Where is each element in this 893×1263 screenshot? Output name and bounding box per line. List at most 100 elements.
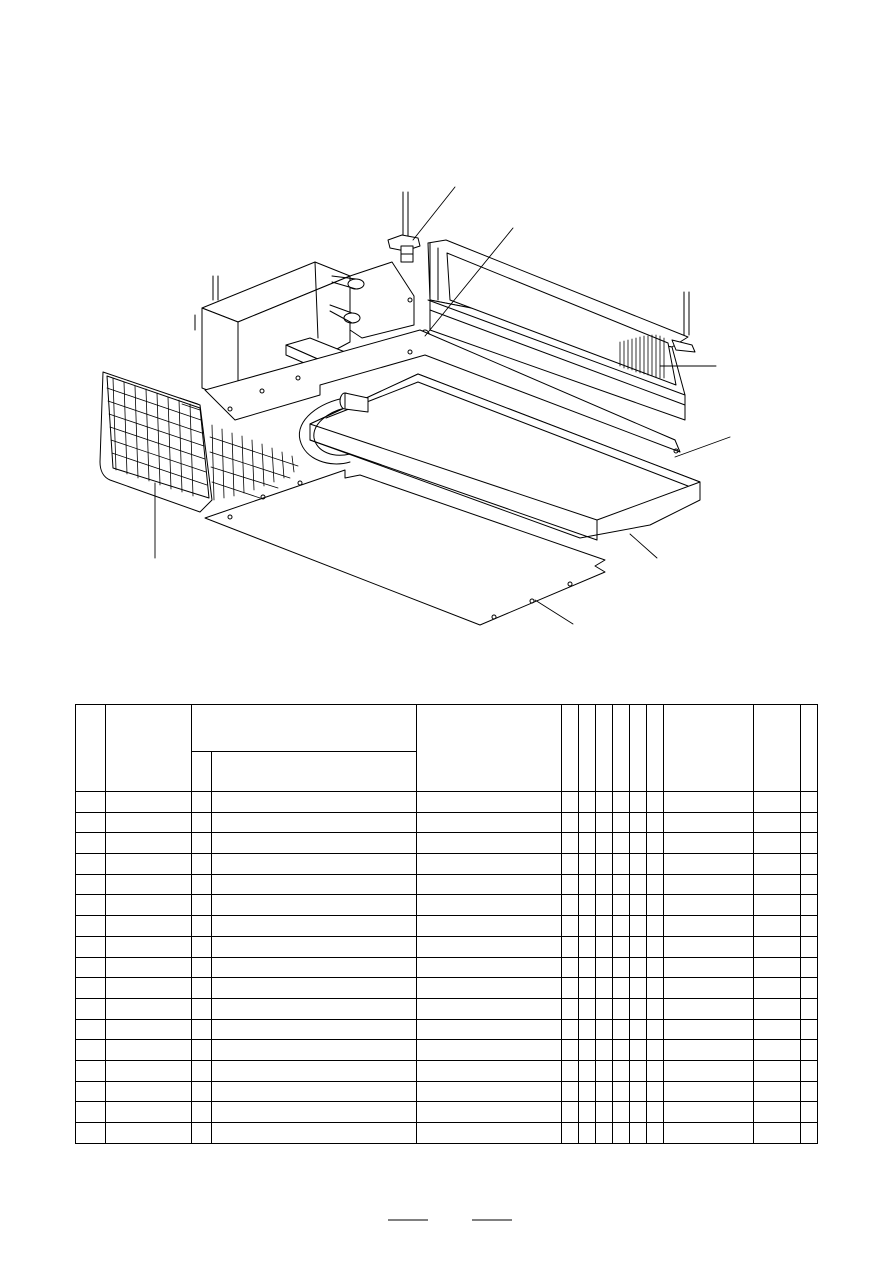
- table-cell: [646, 811, 664, 834]
- table-cell: [191, 1059, 212, 1082]
- table-cell: [561, 791, 579, 813]
- table-cell: [561, 997, 579, 1020]
- table-cell: [753, 997, 801, 1020]
- header-qty-2: [578, 704, 596, 792]
- table-cell: [646, 915, 664, 937]
- header-qty-1: [561, 704, 579, 792]
- table-cell: [416, 977, 562, 999]
- table-row: [75, 935, 818, 958]
- table-cell: [191, 935, 212, 958]
- table-cell: [416, 956, 562, 979]
- table-cell: [578, 935, 596, 958]
- header-qty-4: [612, 704, 630, 792]
- table-cell: [612, 894, 630, 917]
- table-subheader-row: [76, 751, 818, 792]
- table-cell: [105, 791, 192, 813]
- table-cell: [561, 1080, 579, 1103]
- table-cell: [578, 894, 596, 917]
- table-cell: [105, 811, 192, 834]
- table-cell: [753, 832, 801, 855]
- table-cell: [416, 873, 562, 896]
- table-row: [75, 853, 818, 875]
- table-cell: [191, 853, 212, 875]
- table-cell: [191, 956, 212, 979]
- table-cell: [211, 1101, 417, 1123]
- table-cell: [646, 873, 664, 896]
- table-cell: [595, 915, 613, 937]
- table-cell: [105, 873, 192, 896]
- table-cell: [211, 1018, 417, 1041]
- table-cell: [753, 873, 801, 896]
- table-cell: [646, 791, 664, 813]
- table-cell: [211, 853, 417, 875]
- table-cell: [561, 1101, 579, 1123]
- table-cell: [646, 853, 664, 875]
- table-cell: [211, 1122, 417, 1144]
- table-cell: [416, 1039, 562, 1061]
- table-cell: [191, 1039, 212, 1061]
- drain-pan: [309, 373, 701, 541]
- table-cell: [561, 1122, 579, 1144]
- table-cell: [578, 956, 596, 979]
- table-cell: [595, 853, 613, 875]
- table-cell: [753, 894, 801, 917]
- table-cell: [416, 791, 562, 813]
- table-cell: [629, 956, 647, 979]
- table-cell: [612, 935, 630, 958]
- table-cell: [612, 1059, 630, 1082]
- table-cell: [75, 935, 106, 958]
- table-cell: [75, 873, 106, 896]
- table-row: [75, 873, 818, 896]
- table-cell: [629, 1018, 647, 1041]
- table-cell: [578, 1080, 596, 1103]
- table-cell: [629, 1122, 647, 1144]
- table-cell: [561, 915, 579, 937]
- table-cell: [416, 811, 562, 834]
- electrical-box: [201, 261, 351, 403]
- header-qty-3: [595, 704, 613, 792]
- table-cell: [595, 832, 613, 855]
- table-row: [75, 894, 818, 917]
- table-cell: [75, 1018, 106, 1041]
- table-cell: [578, 873, 596, 896]
- table-cell: [663, 1059, 754, 1082]
- table-cell: [191, 977, 212, 999]
- table-row: [75, 956, 818, 979]
- table-cell: [612, 915, 630, 937]
- table-cell: [191, 811, 212, 834]
- table-cell: [191, 1080, 212, 1103]
- table-cell: [800, 915, 818, 937]
- table-cell: [612, 977, 630, 999]
- table-cell: [416, 1018, 562, 1041]
- table-cell: [612, 853, 630, 875]
- table-cell: [105, 997, 192, 1020]
- table-cell: [561, 935, 579, 958]
- table-cell: [416, 832, 562, 855]
- table-cell: [578, 1039, 596, 1061]
- table-cell: [629, 977, 647, 999]
- table-cell: [75, 811, 106, 834]
- table-cell: [629, 915, 647, 937]
- table-cell: [753, 1080, 801, 1103]
- table-cell: [753, 1122, 801, 1144]
- table-cell: [753, 1101, 801, 1123]
- table-cell: [211, 811, 417, 834]
- table-cell: [629, 832, 647, 855]
- table-cell: [800, 791, 818, 813]
- table-cell: [191, 915, 212, 937]
- table-cell: [578, 832, 596, 855]
- table-cell: [105, 1059, 192, 1082]
- table-cell: [75, 1059, 106, 1082]
- table-cell: [416, 1122, 562, 1144]
- table-cell: [753, 1018, 801, 1041]
- table-cell: [753, 811, 801, 834]
- table-cell: [595, 977, 613, 999]
- hanging-bracket: [387, 234, 421, 263]
- table-cell: [612, 1101, 630, 1123]
- table-cell: [75, 894, 106, 917]
- table-cell: [663, 1018, 754, 1041]
- table-cell: [191, 1101, 212, 1123]
- table-cell: [595, 873, 613, 896]
- table-cell: [612, 1039, 630, 1061]
- table-cell: [105, 894, 192, 917]
